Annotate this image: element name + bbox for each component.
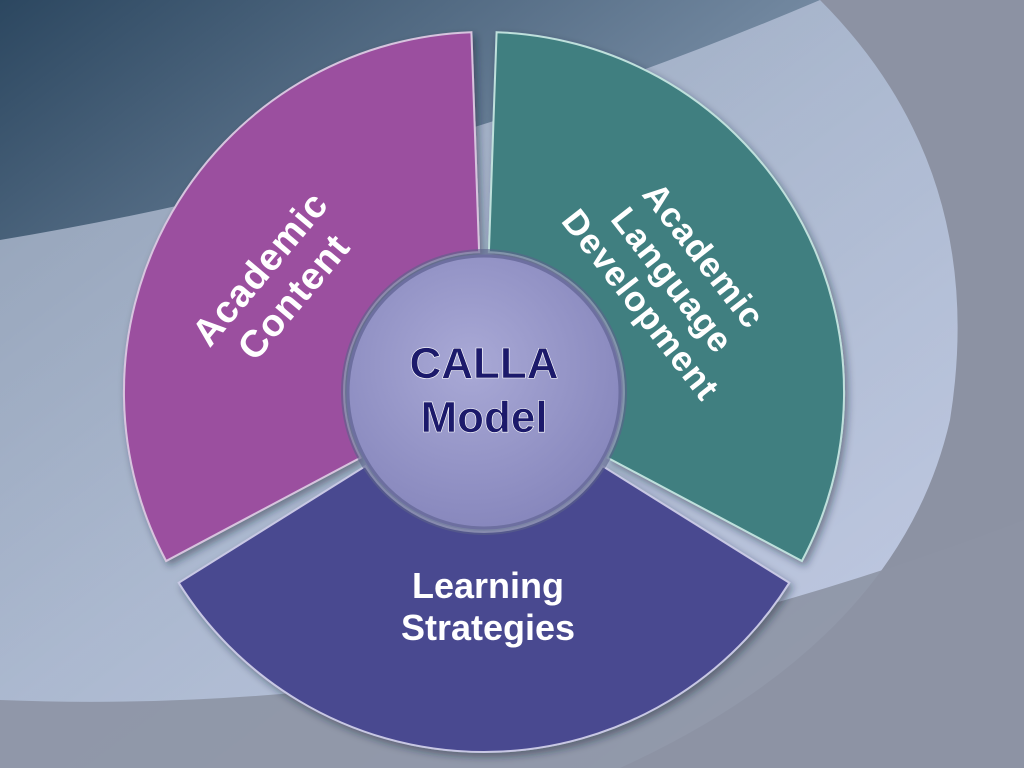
learning-strategies-line-1: Learning [412,565,564,606]
center-title-line-1: CALLA [409,339,558,388]
background-swoosh-bottom [0,520,1024,768]
center-circle [346,254,622,530]
learning-strategies-line-2: Strategies [401,607,575,648]
center-title-line-2: Model [420,393,547,442]
learning-strategies-label: Learning Strategies [401,565,575,648]
